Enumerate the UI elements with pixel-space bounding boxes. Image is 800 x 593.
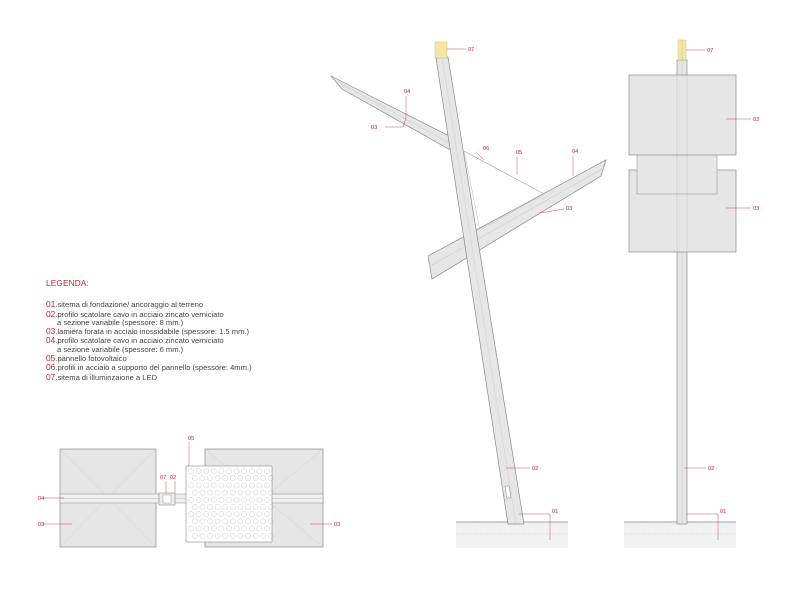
- callout-plan-03-right: 03: [334, 522, 340, 528]
- legend-item-01: 01.sitema di fondazione/ ancoraggio al t…: [46, 299, 204, 310]
- callout-front-03-lower: 03: [753, 206, 759, 212]
- callout-plan-02: 02: [170, 475, 176, 481]
- front-ground: [624, 522, 736, 548]
- plan-pv-panel: [185, 465, 273, 543]
- main-pole: [435, 56, 525, 525]
- legend-title: LEGENDA:: [46, 279, 90, 288]
- callout-plan-04: 04: [38, 496, 44, 502]
- callout-side-03-right: 03: [566, 206, 572, 212]
- callout-plan-07: 07: [160, 475, 166, 481]
- callout-side-04-right: 04: [572, 149, 578, 155]
- callout-side-06: 06: [483, 146, 489, 152]
- callout-side-07: 07: [468, 47, 474, 53]
- callout-side-02: 02: [532, 466, 538, 472]
- legend-item-02: 02.profilo scatolare cavo in acciaio zin…: [46, 308, 224, 327]
- side-ground: [456, 522, 568, 548]
- legend-item-07: 07.sitema di illuminzaione a LED: [46, 371, 158, 382]
- side-elevation: 07 04 03 06 05 04 03 02 01: [330, 41, 607, 548]
- callout-front-07: 07: [707, 48, 713, 54]
- callout-side-05: 05: [516, 150, 522, 156]
- led-side: [434, 41, 448, 59]
- legend-item-04: 04.profilo scatolare cavo in acciaio zin…: [46, 335, 224, 354]
- legend-item-06: 06.profili in acciaio a supporto del pan…: [46, 362, 252, 373]
- front-upper-panel: [628, 74, 737, 156]
- legend-item-03: 03.lamiera forata in acciaio inossidabil…: [46, 326, 250, 337]
- plan-view: 05 04 03 03 07 02: [38, 436, 340, 548]
- callout-side-04-upper: 04: [404, 89, 410, 95]
- callout-front-02: 02: [708, 466, 714, 472]
- legend: LEGENDA: 01.sitema di fondazione/ ancora…: [46, 279, 252, 382]
- legend-item-05: 05.pannello fotovoltaico: [46, 353, 127, 364]
- front-elevation: 07 03 03 02 01: [624, 39, 759, 548]
- callout-plan-05: 05: [188, 436, 194, 442]
- callout-front-01: 01: [720, 509, 726, 515]
- callout-front-03-upper: 03: [753, 117, 759, 123]
- callout-side-03-upper: 03: [371, 125, 377, 131]
- callout-plan-03-left: 03: [38, 522, 44, 528]
- callout-side-01: 01: [552, 509, 558, 515]
